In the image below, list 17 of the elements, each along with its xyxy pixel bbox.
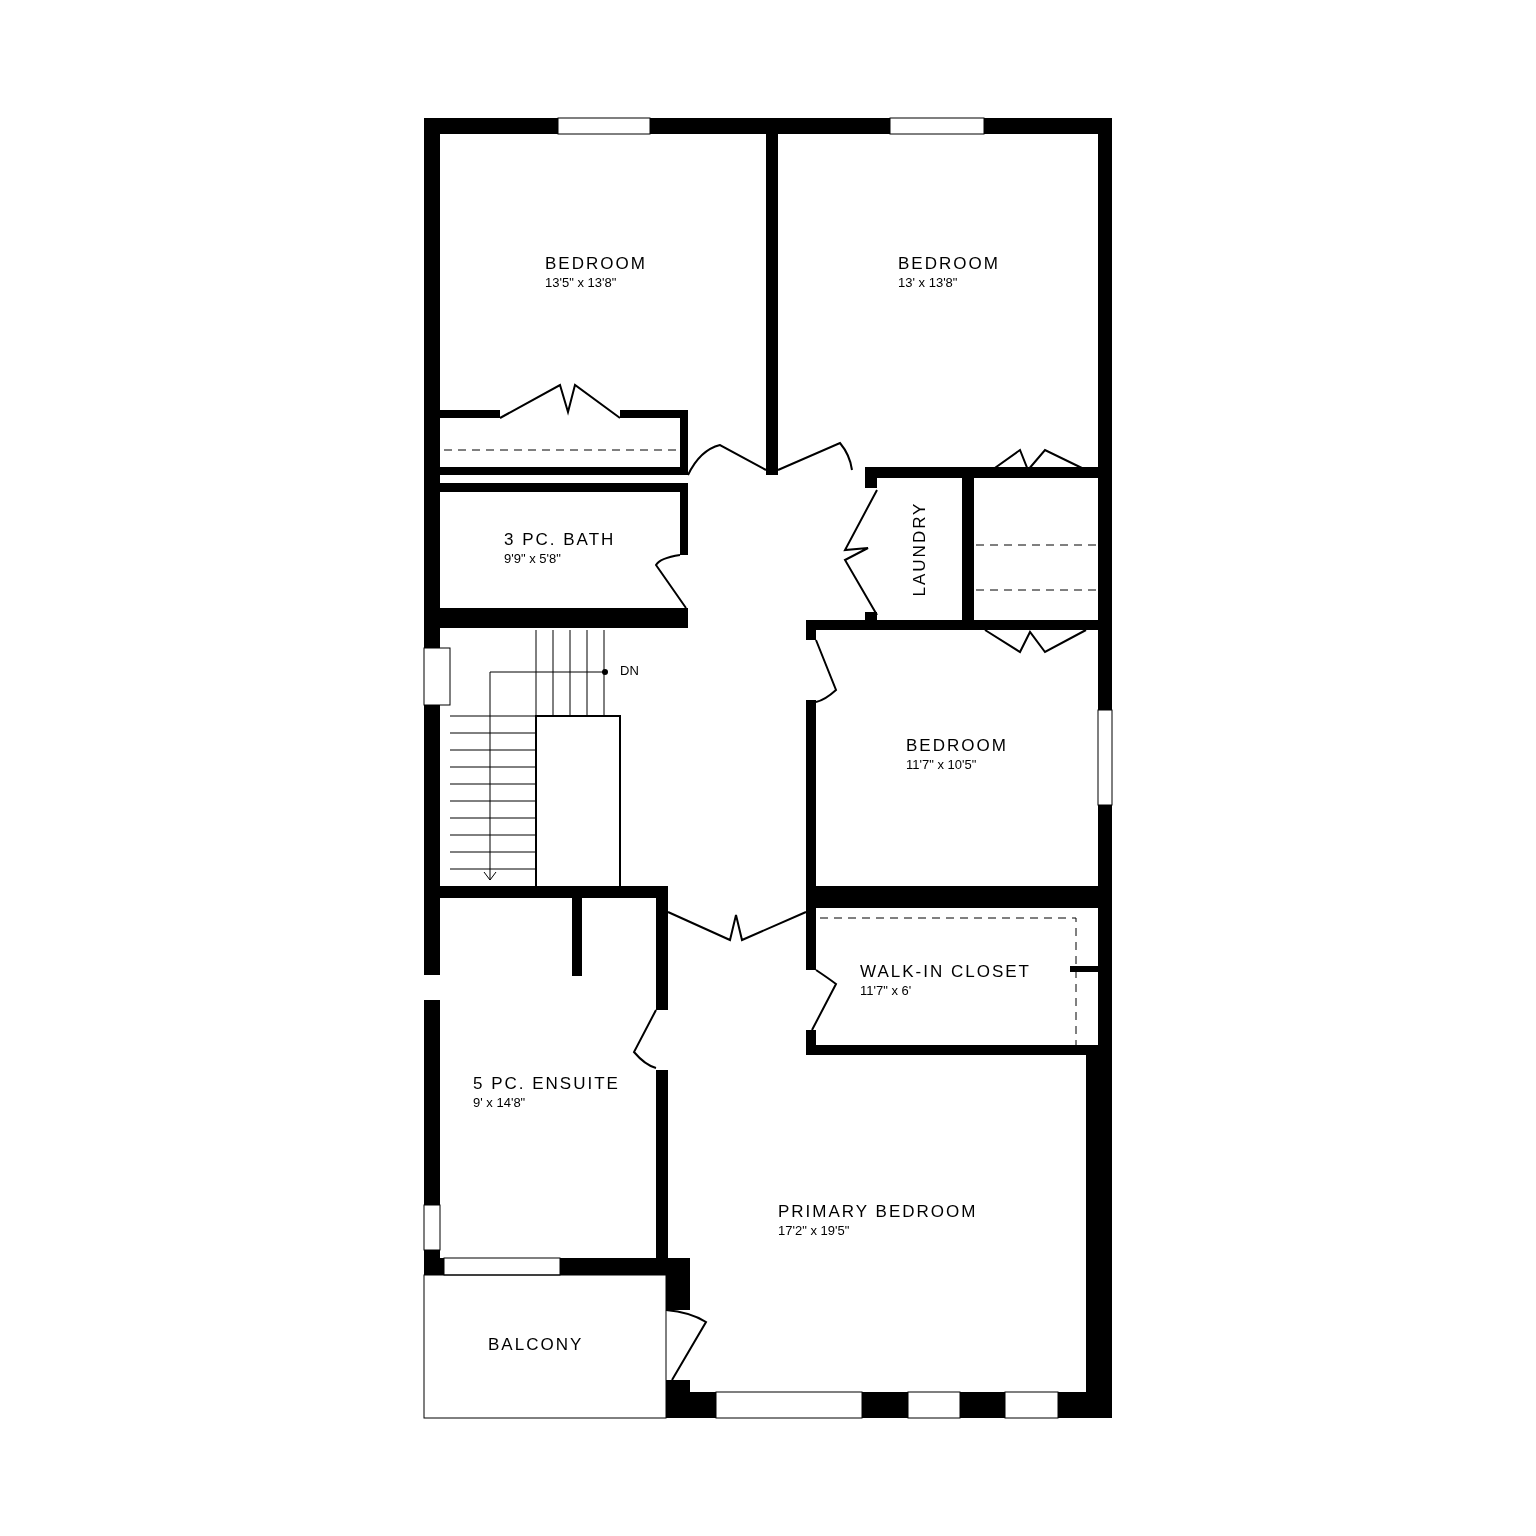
room-name: BEDROOM — [545, 254, 647, 274]
room-name: PRIMARY BEDROOM — [778, 1202, 978, 1222]
room-dimensions: 13' x 13'8" — [898, 274, 959, 292]
room-name: 3 PC. BATH — [504, 530, 616, 550]
room-dimensions: 9'9" x 5'8" — [504, 550, 562, 568]
stair-direction-label: DN — [620, 662, 639, 680]
room-name: BEDROOM — [906, 736, 1008, 756]
room-name: 5 PC. ENSUITE — [473, 1074, 620, 1094]
room-dimensions: 17'2" x 19'5" — [778, 1222, 851, 1240]
room-dimensions: 13'5" x 13'8" — [545, 274, 618, 292]
room-dimensions: 11'7" x 6' — [860, 982, 913, 1000]
room-name: BALCONY — [488, 1335, 584, 1355]
room-name: LAUNDRY — [909, 501, 930, 597]
room-name: BEDROOM — [898, 254, 1000, 274]
room-dimensions: 11'7" x 10'5" — [906, 756, 978, 774]
room-dimensions: 9' x 14'8" — [473, 1094, 527, 1112]
room-name: WALK-IN CLOSET — [860, 962, 1031, 982]
